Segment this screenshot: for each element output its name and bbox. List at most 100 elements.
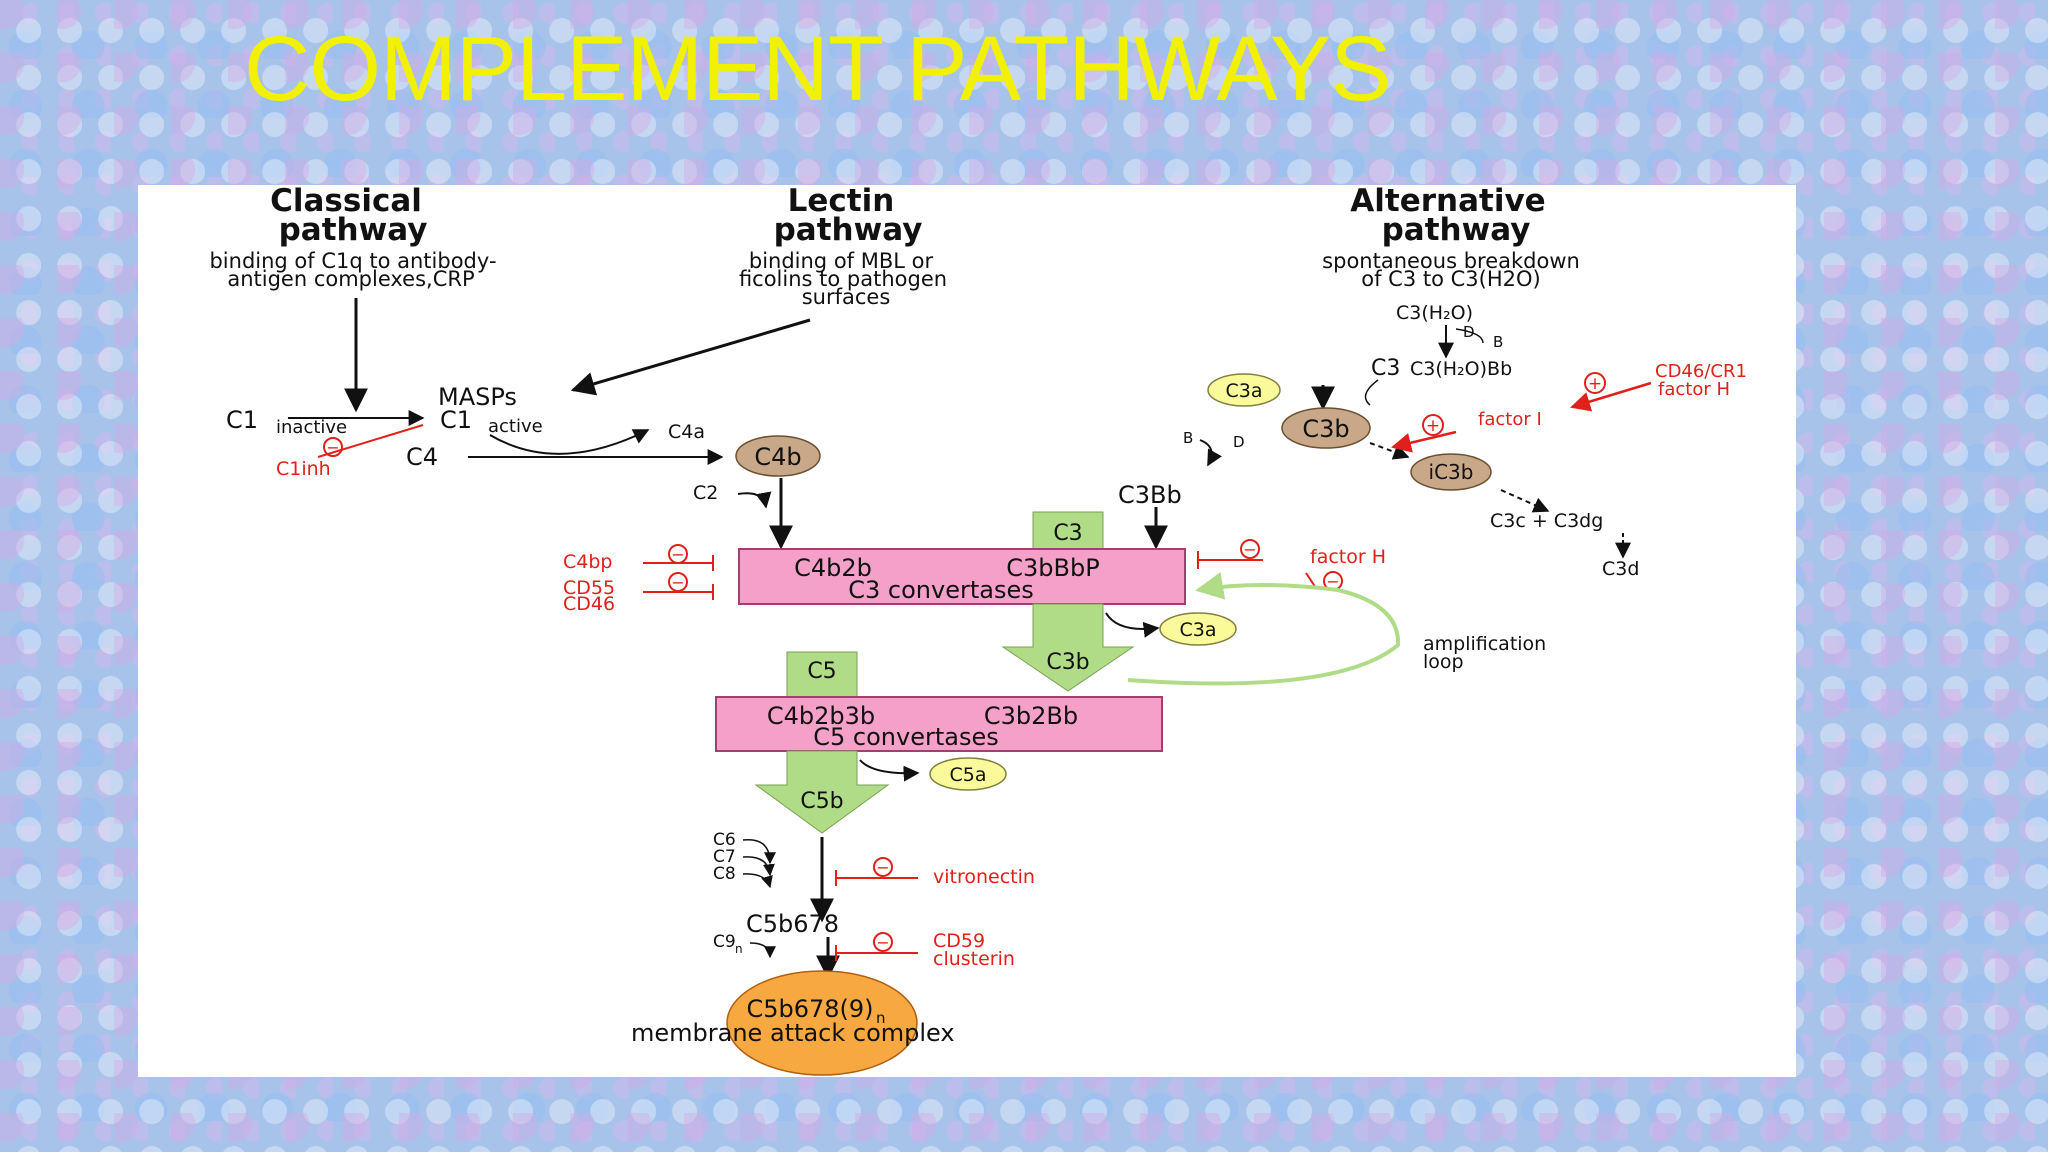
c3b-to-ic3b-arrow xyxy=(1369,442,1410,460)
c5-input-bar xyxy=(786,651,858,698)
ic3b-label: iC3b xyxy=(1429,460,1474,484)
c1-active-sub: active xyxy=(488,416,543,437)
c4b-label: C4b xyxy=(754,443,801,471)
c5b-label: C5b xyxy=(800,789,843,814)
cd46-plus-circle xyxy=(1584,372,1606,394)
c3b-mid-label: C3b xyxy=(1046,650,1089,675)
c3h2obb-label: C3(H₂O)Bb xyxy=(1410,358,1512,380)
c5b678-label: C5b678 xyxy=(746,910,839,938)
masps-label: MASPs xyxy=(438,383,517,411)
cd46-cr1-label: CD46/CR1 xyxy=(1655,361,1747,382)
lectin-pathway-header: Lectin pathway binding of MBL or ficolin… xyxy=(739,185,947,309)
c5-convertase-label: C5 convertases xyxy=(813,723,998,751)
lectin-trigger-arrow xyxy=(570,318,811,396)
c3-alt-label: C3 xyxy=(1371,356,1400,381)
factor-i-plus: + xyxy=(1426,416,1440,436)
c9n-label: C9 xyxy=(713,932,736,952)
lectin-desc-2: ficolins to pathogen xyxy=(739,267,947,291)
b-d-curve-arrow xyxy=(1199,439,1222,467)
classical-title-2: pathway xyxy=(279,212,428,248)
vitronectin-label: vitronectin xyxy=(933,866,1035,888)
classical-title-1: Classical xyxy=(270,185,422,219)
c5b-output-arrow xyxy=(754,750,890,834)
d-left-label: D xyxy=(1233,433,1245,451)
amplification-line1: amplification xyxy=(1423,633,1546,655)
amplification-loop-arrow xyxy=(1127,572,1401,686)
c1inh-label: C1inh xyxy=(276,458,331,480)
alternative-desc-2: of C3 to C3(H2O) xyxy=(1361,267,1540,291)
c3-convertases-box xyxy=(738,548,1186,605)
c7-join-arrow xyxy=(742,856,775,877)
cd46-label: CD46 xyxy=(563,593,615,615)
cd46-plus: + xyxy=(1588,374,1602,394)
factor-h-minus: − xyxy=(1243,540,1256,559)
c9n-sub: n xyxy=(735,942,743,956)
c3b-alt-label: C3b xyxy=(1302,415,1349,443)
factor-i-arrow xyxy=(1391,430,1457,453)
c1inh-minus-circle xyxy=(323,437,343,457)
c8-join-arrow xyxy=(742,873,773,889)
b-left-label: B xyxy=(1183,429,1193,447)
c9-join-arrow xyxy=(749,942,776,959)
c3b-alt-node xyxy=(1281,407,1371,449)
b-top-label: B xyxy=(1493,333,1503,351)
complement-pathway-diagram: Classical pathway binding of C1q to anti… xyxy=(209,185,1747,1076)
factor-h-loop-minus: − xyxy=(1326,572,1339,591)
c3b-output-arrow xyxy=(1001,603,1135,692)
c5-input-label: C5 xyxy=(807,659,836,684)
vitronectin-minus: − xyxy=(876,858,889,877)
ic3b-breakdown-arrow xyxy=(1500,489,1550,513)
c4bp-label: C4bp xyxy=(563,551,612,573)
c3-convertase-right: C3bBbP xyxy=(1006,554,1099,582)
c2-label: C2 xyxy=(693,482,718,504)
factor-h-minus-circle xyxy=(1240,539,1260,559)
mac-sub: n xyxy=(876,1009,886,1027)
c3a-alt-label: C3a xyxy=(1226,380,1263,402)
amplification-line2: loop xyxy=(1423,651,1464,673)
c6-label: C6 xyxy=(713,830,736,850)
c3a-alt-node xyxy=(1207,373,1281,407)
c5-convertase-right: C3b2Bb xyxy=(984,702,1078,730)
c5a-release-arrow xyxy=(859,759,920,782)
c3c-c3dg-label: C3c + C3dg xyxy=(1490,510,1603,532)
factor-h-mid-label: factor H xyxy=(1310,546,1386,568)
c3bb-label: C3Bb xyxy=(1118,481,1182,509)
classical-desc-2: antigen complexes,CRP xyxy=(227,267,474,291)
slide-title: COMPLEMENT PATHWAYS xyxy=(244,18,1391,120)
ic3b-node xyxy=(1410,453,1492,491)
clusterin-label: clusterin xyxy=(933,948,1015,970)
c1-label: C1 xyxy=(226,406,258,434)
cd55-minus: − xyxy=(671,573,684,592)
c1inh-inhibit-line xyxy=(317,424,424,458)
c3a-mid-node xyxy=(1159,612,1237,646)
c3h2o-label: C3(H₂O) xyxy=(1396,302,1473,324)
alternative-title-1: Alternative xyxy=(1350,185,1545,219)
c5-convertases-box xyxy=(715,696,1163,752)
c4b-node xyxy=(735,435,821,477)
c1-inactive-label: inactive xyxy=(276,417,347,438)
factor-h-top-label: factor H xyxy=(1658,379,1730,400)
c3-convertase-left: C4b2b xyxy=(794,554,872,582)
alternative-pathway-header: Alternative pathway spontaneous breakdow… xyxy=(1322,185,1580,291)
c4-label: C4 xyxy=(406,443,438,471)
cd59-minus-circle xyxy=(873,932,893,952)
mac-label: C5b678(9) xyxy=(746,995,873,1023)
cd46-cr1-arrow xyxy=(1570,381,1652,412)
factor-i-plus-circle xyxy=(1422,414,1444,436)
c5a-label: C5a xyxy=(950,764,987,786)
c3d-label: C3d xyxy=(1602,558,1639,580)
factor-i-label: factor I xyxy=(1478,409,1542,430)
c3a-mid-label: C3a xyxy=(1180,619,1217,641)
cd59-minus: − xyxy=(876,933,889,952)
c5-convertase-left: C4b2b3b xyxy=(767,702,875,730)
c1-active-label: C1 xyxy=(440,406,472,434)
mac-node xyxy=(726,970,918,1076)
c7-label: C7 xyxy=(713,847,736,867)
cd55-label: CD55 xyxy=(563,577,615,599)
lectin-title-1: Lectin xyxy=(788,185,895,219)
c4a-release-arrow xyxy=(489,429,650,455)
d-b-curve xyxy=(1455,328,1484,344)
alternative-desc-1: spontaneous breakdown xyxy=(1322,249,1580,273)
cd59-label: CD59 xyxy=(933,930,985,952)
c4bp-minus: − xyxy=(671,545,684,564)
